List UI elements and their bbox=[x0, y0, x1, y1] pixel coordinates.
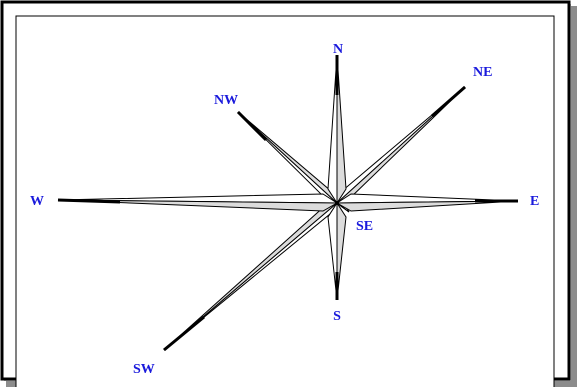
point-w bbox=[57, 193, 339, 212]
label-e: E bbox=[530, 194, 539, 209]
label-sw: SW bbox=[133, 362, 155, 377]
point-n bbox=[327, 54, 347, 205]
point-e bbox=[335, 193, 519, 212]
label-ne: NE bbox=[473, 65, 492, 80]
label-n: N bbox=[333, 42, 343, 57]
direction-labels: N NE NW W E SE S SW bbox=[30, 42, 539, 377]
compass-center bbox=[335, 201, 339, 205]
point-sw bbox=[163, 202, 339, 352]
compass-rose bbox=[57, 54, 519, 352]
label-w: W bbox=[30, 194, 44, 209]
label-nw: NW bbox=[214, 93, 238, 108]
point-s bbox=[327, 201, 347, 301]
label-se: SE bbox=[356, 219, 373, 234]
label-s: S bbox=[333, 309, 341, 324]
